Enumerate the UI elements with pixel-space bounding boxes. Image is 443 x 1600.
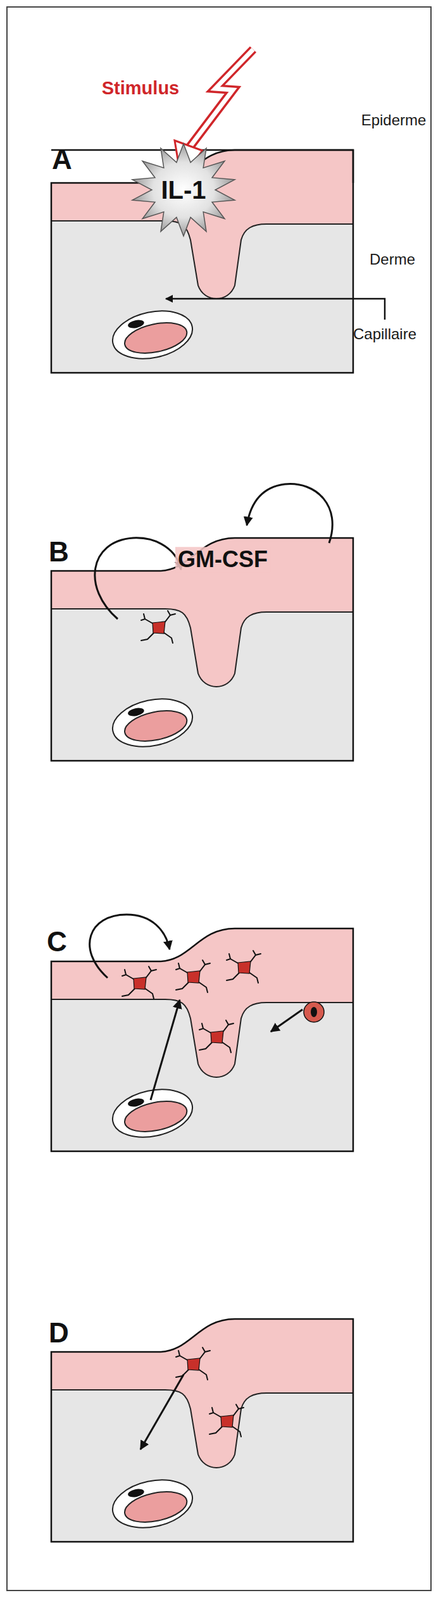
cytokine-label: GM-CSF: [175, 546, 271, 573]
stimulus-label: Stimulus: [101, 78, 180, 99]
panel-letter: C: [46, 926, 68, 957]
tissue-label: Capillaire: [353, 325, 417, 343]
panel-letter: A: [51, 144, 73, 175]
cytokine-star: IL-1: [129, 142, 238, 238]
tissue-label: Derme: [369, 251, 416, 268]
panel-letter: B: [48, 536, 69, 568]
tissue-label: Epiderme: [361, 112, 427, 129]
panel-letter: D: [48, 1317, 69, 1348]
cytokine-label: IL-1: [160, 175, 206, 205]
